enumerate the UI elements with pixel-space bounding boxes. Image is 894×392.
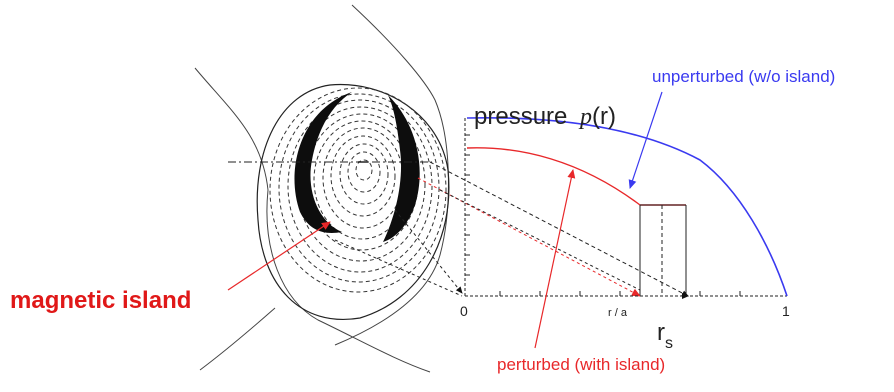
x-axis-ticks — [499, 291, 741, 296]
separatrix-line — [194, 67, 431, 373]
rs-sub: s — [665, 335, 673, 352]
perturbed-label: perturbed (with island) — [497, 355, 665, 374]
axis-zero-label: 0 — [460, 303, 468, 319]
pressure-arg: (r) — [592, 103, 616, 130]
projection-line — [429, 161, 689, 297]
y-axis-ticks — [465, 134, 470, 276]
pressure-symbol: p — [578, 104, 592, 130]
projection-line — [334, 239, 463, 297]
unperturbed-arrow — [628, 91, 663, 189]
pressure-label: pressure p(r) — [474, 103, 616, 130]
plasma-boundary — [256, 83, 450, 320]
axis-xlabel: r / a — [608, 307, 628, 319]
tokamak-cross-section — [194, 4, 450, 373]
flux-surfaces — [269, 87, 447, 293]
separatrix-line — [199, 307, 276, 371]
pressure-word: pressure — [474, 103, 567, 130]
island-crescent-left — [294, 92, 352, 233]
magnetic-island-label: magnetic island — [10, 287, 191, 314]
perturbed-arrow — [534, 169, 576, 349]
perturbed-curve — [466, 147, 686, 206]
unperturbed-label: unperturbed (w/o island) — [652, 67, 835, 86]
pressure-plot — [334, 116, 788, 299]
island-crescent-right — [383, 95, 420, 242]
axis-one-label: 1 — [782, 303, 790, 319]
magnetic-island-arrow — [227, 221, 331, 291]
projection-line — [439, 189, 641, 291]
rs-main: r — [657, 319, 665, 346]
unperturbed-curve — [466, 116, 788, 297]
rs-label: rs — [657, 319, 673, 352]
